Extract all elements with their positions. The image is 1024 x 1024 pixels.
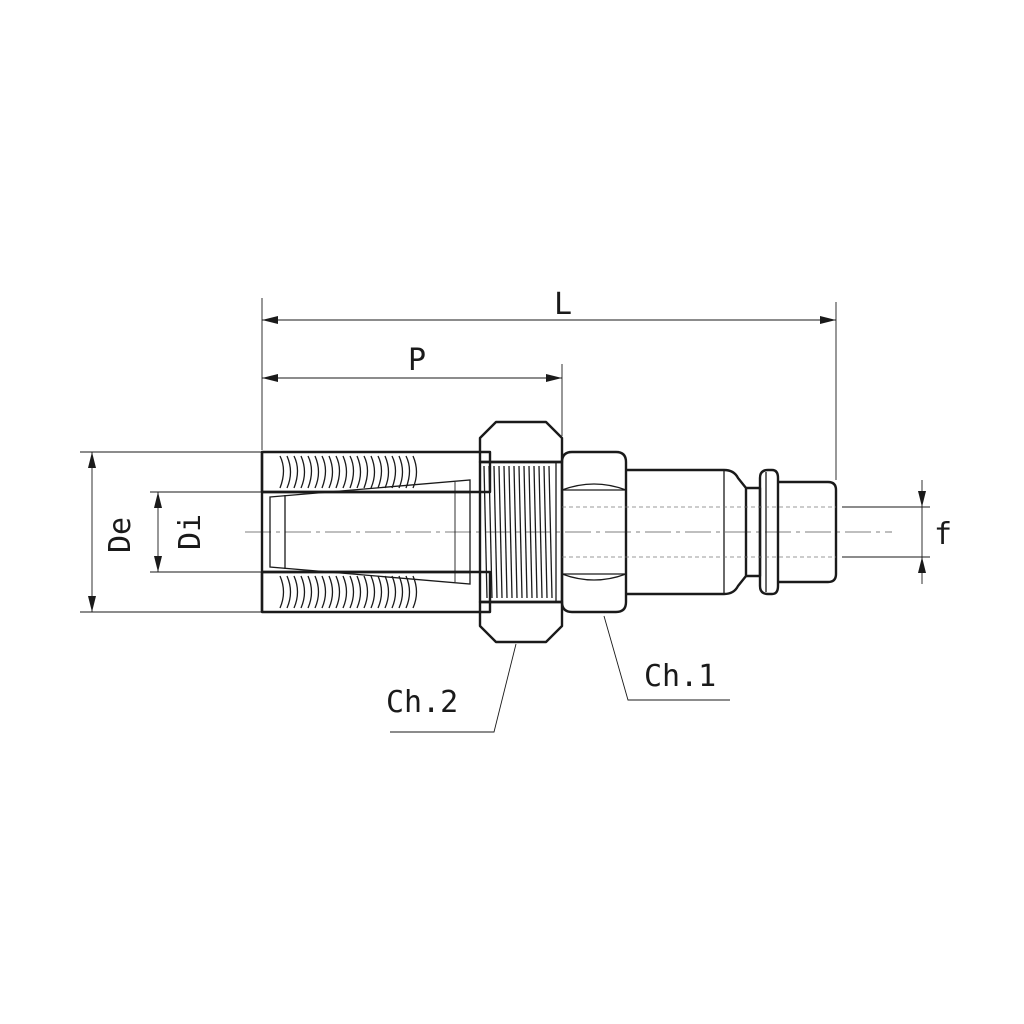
label-f: f — [934, 517, 952, 552]
dimension-p: P — [262, 343, 563, 436]
thread-crest — [363, 575, 376, 609]
thread-line — [498, 465, 503, 599]
thread-line — [533, 465, 538, 599]
thread-crest — [391, 575, 404, 609]
thread-crest — [363, 455, 376, 489]
thread-crest — [335, 455, 348, 489]
thread-line — [493, 465, 498, 599]
thread-crest — [335, 575, 348, 609]
hose-tail — [269, 479, 471, 585]
thread-line — [523, 465, 528, 599]
plug-nipple — [626, 468, 838, 596]
thread-line — [488, 465, 493, 599]
thread-crest — [377, 575, 390, 609]
dimension-de: De — [80, 451, 262, 613]
thread-crest — [349, 575, 362, 609]
thread-line — [503, 465, 508, 599]
thread-crest — [349, 455, 362, 489]
thread-line — [508, 465, 513, 599]
label-di: Di — [173, 514, 208, 550]
thread-line — [518, 465, 523, 599]
thread-crest — [293, 455, 306, 489]
hex-body — [560, 450, 628, 614]
thread-line — [513, 465, 518, 599]
dimension-l: L — [261, 287, 837, 480]
thread-crest — [279, 455, 292, 489]
leader-ch1: Ch.1 — [603, 615, 730, 701]
thread-line — [538, 465, 543, 599]
label-ch2: Ch.2 — [386, 685, 458, 720]
label-de: De — [103, 517, 138, 553]
label-ch1: Ch.1 — [644, 659, 716, 694]
bore-hidden-lines — [562, 506, 836, 558]
thread-crest — [307, 455, 320, 489]
thread-line — [483, 465, 488, 599]
leader-ch2: Ch.2 — [386, 643, 517, 733]
thread-crest — [391, 455, 404, 489]
thread-crest — [405, 575, 418, 609]
thread-crest — [377, 455, 390, 489]
thread-line — [548, 465, 553, 599]
thread-crest — [307, 575, 320, 609]
thread-crest — [321, 455, 334, 489]
label-p: P — [408, 343, 426, 378]
label-l: L — [554, 287, 572, 322]
thread-crest — [279, 575, 292, 609]
thread-crest — [321, 575, 334, 609]
thread-line — [528, 465, 533, 599]
dimension-di: Di — [150, 491, 268, 573]
hose-sleeve — [260, 450, 492, 614]
thread-crest — [293, 575, 306, 609]
thread-line — [543, 465, 548, 599]
dimension-f: f — [842, 480, 952, 584]
thread-crest — [405, 455, 418, 489]
